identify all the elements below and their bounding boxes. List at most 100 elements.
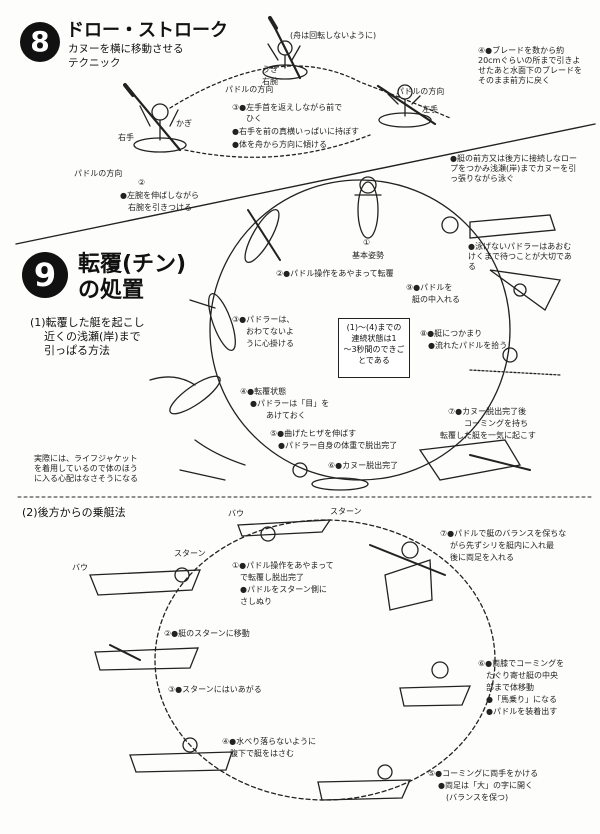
sec9-step3-line2: おわてないよ [246,327,294,336]
reentry-step1-line2: で転覆し脱出完了 [240,573,304,582]
reentry-step7-line1: ⑦●パドルで艇のバランスを保ちな [440,529,567,538]
reentry-step5-line1: ⑤●コーミングに両手をかける [428,769,539,778]
reentry-figure-1 [237,519,332,542]
sec9-step8-line2: ●流れたパドルを拾う [428,341,508,350]
sec9-step1-number: ① [363,238,371,247]
sec9-step6: ⑥●カヌー脱出完了 [328,461,399,470]
sec9-step7-line1: ⑦●カヌー脱出完了後 [448,407,527,416]
sec8-step2-number: ② [138,178,146,187]
capsize-figure-5 [179,439,246,481]
method2-title: (2)後方からの乗艇法 [22,506,126,519]
paddler-figure-left [123,83,187,153]
left-note: 実際には、ライフジャケット を着用しているので体のほう に入る心配はなさそうにな… [34,454,184,484]
tag-stern-2: スターン [174,549,206,558]
reentry-step5-line3: (バランスを保つ) [446,793,509,802]
capsize-figure-2 [244,208,281,264]
section-8-subtitle-line2: テクニック [68,57,121,69]
sec8-step4-note: ④●ブレードを数から約20cmぐらいの所まで引きよせたあと水面下のブレードをその… [478,46,582,85]
reentry-figure-7 [369,541,446,611]
reentry-step5-line2: ●両足は「大」の字に開く [438,781,533,790]
sec9-step8-line1: ⑧●艇につかまり [420,329,483,338]
reentry-step6-line1: ⑥●両膝でコーミングを [478,659,565,668]
capsize-figure-9 [489,269,561,311]
reentry-step2: ②●艇のスターンに移動 [164,629,250,638]
sec9-step1-label: 基本姿勢 [352,251,384,260]
sec9-step9-line2: 艇の中入れる [412,295,460,304]
capsize-figure-3 [189,292,236,352]
tag-bow-1: バウ [228,509,244,518]
sec9-step4-line3: あけておく [266,411,306,420]
reentry-step4-line2: 腹下で艇をはさむ [230,749,294,758]
reentry-step3: ③●スターンにはいあがる [168,685,262,694]
reentry-step6-line3: 部まで体移動 [486,683,534,692]
tag-no-rotation: (舟は回転しないように) [290,31,377,40]
left-note-line1: 実際には、ライフジャケット [34,454,138,463]
sec9-step9-line1: ⑨●パドルを [406,283,453,292]
tag-right-arm: 右腕 [262,77,278,86]
box-line2: 連続状態は1 [351,334,397,343]
capsize-figure-8 [469,347,561,376]
method1-line1: (1)転覆した艇を起こし [30,316,145,329]
section-8-badge: 8 [20,22,60,62]
reentry-step1-line4: さしぬり [240,597,272,606]
tag-paddle-direction-right: パドルの方向 [396,87,445,96]
section-8-subtitle-line1: カヌーを横に移動させる [68,43,184,55]
reentry-step4-line1: ④●水べり落らないように [222,737,316,746]
section-divider-diagonal [15,123,596,245]
sec8-step2-line2: 右腕を引きつける [128,203,192,212]
reentry-step6-line5: ●パドルを装着出す [486,707,558,716]
sec9-step3-line3: うに心掛ける [246,339,294,348]
left-note-line3: に入る心配はなさそうになる [34,474,138,483]
method1-line2: 近くの浅瀬(岸)まで [44,330,141,343]
sec8-step3-line4: ●体を舟から方向に傾ける [232,140,327,149]
tag-paddle-direction-top: パドルの方向 [225,85,274,94]
tag-bow-2: バウ [72,563,88,572]
sec9-step7-line3: 転覆した艇を一気に起こす [440,431,536,440]
box-line3: 〜3秒間のできごとである [343,345,405,365]
capsize-figure-10 [441,214,556,239]
sec8-step2-line1: ●左腕を伸ばしながら [120,191,199,200]
sec8-step3-line3: ●右手を前の真横いっぱいに持ぼす [232,127,359,136]
reentry-figure-2 [89,567,201,596]
sec9-step4-line2: ●パドラーは「目」を [250,399,330,408]
sec9-step5-line1: ⑤●曲げたヒザを伸ばす [270,429,357,438]
section-9-title-line1: 転覆(チン) [78,252,187,277]
reentry-step1-line3: ●パドルをスターン側に [240,585,327,594]
section-9-badge: 9 [22,252,68,298]
sequence-duration-box: (1)〜(4)までの 連続状態は1 〜3秒間のできごとである [338,318,410,378]
reentry-figure-4 [129,737,233,773]
reentry-step1-line1: ①●パドル操作をあやまって [232,561,334,570]
tag-stern-1: スターン [330,507,362,516]
method1-line3: 引っぱる方法 [44,344,110,357]
reentry-figure-3 [94,644,199,671]
sec9-step2: ②●パドル操作をあやまって転覆 [276,269,394,278]
reentry-figure-5 [317,764,412,801]
sec8-step3-line2: ひく [246,114,262,123]
sec9-step4-line1: ④●転覆状態 [240,387,287,396]
sec9-step7-line2: コーミングを持ち [464,419,528,428]
reentry-step7-line3: 後に両足を入れる [450,553,514,562]
tag-uki: うき [262,65,278,74]
sec9-step5-line2: ●パドラー自身の体重で脱出完了 [278,441,398,450]
reentry-step7-line2: がら先ずシリを艇内に入れ最 [450,541,554,550]
section-8-title: ドロー・ストローク [66,20,228,41]
capsize-figure-1 [354,176,382,239]
capsize-figure-6 [292,462,369,491]
reentry-step6-line2: たぐり寄せ艇の中央 [486,671,558,680]
reentry-step6-line4: ●「馬乗り」になる [486,695,557,704]
section-9-title-line2: の処置 [78,278,145,303]
reentry-figure-6 [399,661,471,707]
sec9-step10-note: ●艇の前方又は後方に接続しなロープをつかみ浅瀬(岸)までカヌーを引っ張りながら泳… [450,154,577,183]
sec8-step3-line1: ③●左手首を返えしながら前で [232,103,343,112]
box-line1: (1)〜(4)までの [346,323,402,332]
tag-paddle-direction-left: パドルの方向 [74,169,123,178]
tag-right-hand: 右手 [118,133,134,142]
capsize-figure-4 [149,375,221,415]
tag-kagi: かぎ [176,119,192,128]
capsize-figure-7 [418,439,531,481]
left-note-line2: を着用しているので体のほう [34,464,138,473]
paddler-figure-right [376,84,437,128]
sec9-step3-line1: ③●パドラーは、 [232,315,295,324]
